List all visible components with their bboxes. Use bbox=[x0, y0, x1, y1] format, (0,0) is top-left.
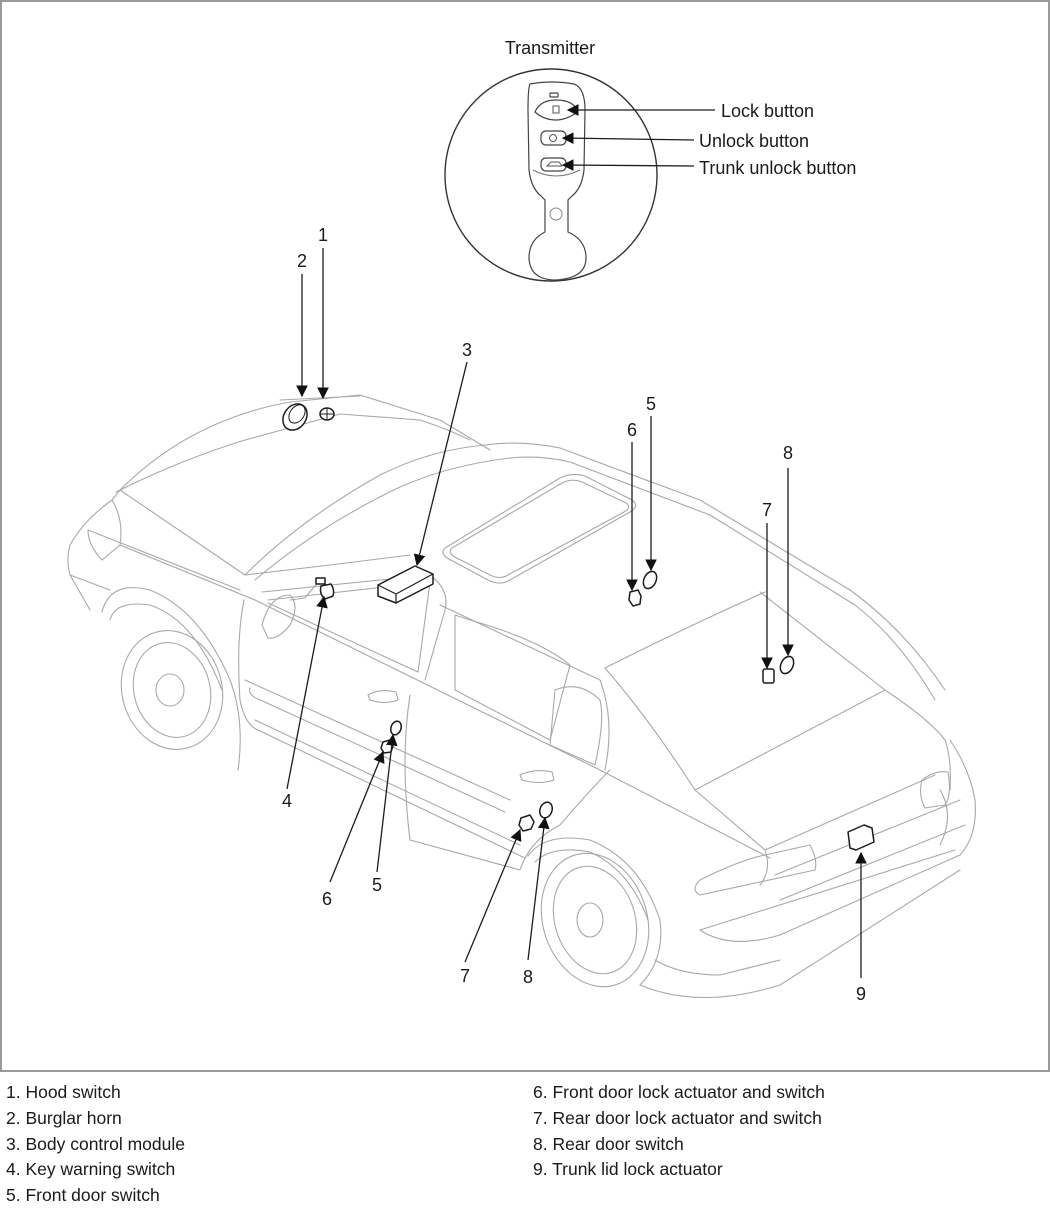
callout-5-roof: 5 bbox=[646, 394, 656, 414]
callout-6-roof: 6 bbox=[627, 420, 637, 440]
callout-2: 2 bbox=[297, 251, 307, 271]
inset-title: Transmitter bbox=[505, 38, 595, 58]
trunk-unlock-button-label: Trunk unlock button bbox=[699, 158, 856, 178]
callout-9: 9 bbox=[856, 984, 866, 1004]
hood-switch-icon bbox=[319, 407, 335, 421]
trunk-button-leader bbox=[561, 159, 695, 171]
front-door-lock-actuator-icon bbox=[628, 589, 642, 607]
legend-item: 9. Trunk lid lock actuator bbox=[533, 1159, 723, 1180]
legend-item: 2. Burglar horn bbox=[6, 1107, 122, 1128]
rear-door-lock-actuator-icon bbox=[518, 814, 535, 832]
callout-8-door: 8 bbox=[523, 967, 533, 987]
rear-door-switch-icon bbox=[538, 801, 554, 819]
legend-item: 4. Key warning switch bbox=[6, 1159, 176, 1180]
callout-6-door: 6 bbox=[322, 889, 332, 909]
legend-item: 7. Rear door lock actuator and switch bbox=[533, 1107, 822, 1128]
callout-8-roof: 8 bbox=[783, 443, 793, 463]
unlock-button-leader bbox=[561, 132, 695, 145]
padlock-closed-icon bbox=[552, 105, 560, 114]
unlock-button[interactable] bbox=[540, 130, 567, 146]
component-location-diagram: Transmitter Lock button Unlock button bbox=[67, 38, 976, 1004]
legend-item: 6. Front door lock actuator and switch bbox=[533, 1082, 825, 1102]
front-door-switch-icon bbox=[389, 720, 403, 736]
front-door-switch-icon bbox=[642, 570, 658, 590]
legend-item: 3. Body control module bbox=[6, 1133, 185, 1154]
callout-7-door: 7 bbox=[460, 966, 470, 986]
transmitter-inset: Transmitter Lock button Unlock button bbox=[444, 38, 856, 282]
legend-item: 5. Front door switch bbox=[6, 1185, 160, 1206]
legend-right-column: 6. Front door lock actuator and switch 7… bbox=[533, 1080, 825, 1183]
car-outline bbox=[67, 394, 976, 998]
callout-4: 4 bbox=[282, 791, 292, 811]
trunk-unlock-button[interactable] bbox=[540, 157, 567, 172]
callout-5-door: 5 bbox=[372, 875, 382, 895]
padlock-open-icon bbox=[549, 134, 557, 142]
legend-item: 1. Hood switch bbox=[6, 1082, 121, 1102]
components bbox=[282, 403, 875, 851]
trunk-lid-lock-actuator-icon bbox=[847, 824, 875, 851]
callout-7-roof: 7 bbox=[762, 500, 772, 520]
callout-3: 3 bbox=[462, 340, 472, 360]
legend-item: 8. Rear door switch bbox=[533, 1133, 684, 1154]
callout-leaders bbox=[286, 248, 867, 978]
rear-door-switch-icon bbox=[779, 655, 795, 675]
lock-button-label: Lock button bbox=[721, 101, 814, 121]
unlock-button-label: Unlock button bbox=[699, 131, 809, 151]
rear-door-lock-actuator-icon bbox=[762, 668, 775, 684]
key-ring-hole bbox=[549, 207, 563, 221]
led-indicator-icon bbox=[549, 92, 559, 98]
callout-numbers: 1 2 3 4 5 6 7 8 5 6 7 8 9 bbox=[282, 225, 866, 1004]
legend-left-column: 1. Hood switch 2. Burglar horn 3. Body c… bbox=[6, 1080, 185, 1209]
key-warning-switch-icon bbox=[315, 577, 335, 600]
transmitter-fob bbox=[527, 81, 587, 281]
body-control-module-icon bbox=[377, 565, 434, 604]
callout-1: 1 bbox=[318, 225, 328, 245]
trunk-car-icon bbox=[545, 161, 563, 167]
